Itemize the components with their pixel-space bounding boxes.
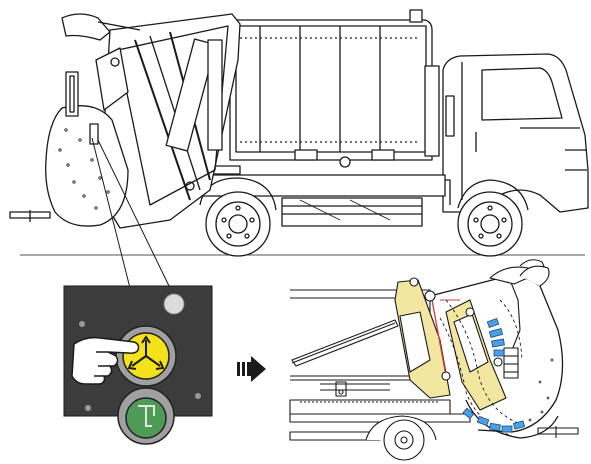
truck-side-view bbox=[9, 9, 589, 289]
rear-wheel bbox=[199, 177, 277, 257]
hand-press-icon bbox=[71, 336, 140, 385]
truck-frame bbox=[159, 165, 446, 227]
panel-lamp bbox=[163, 293, 185, 315]
control-panel-inset bbox=[60, 285, 220, 464]
compactor-body bbox=[229, 9, 440, 168]
stop-button bbox=[117, 387, 175, 445]
compactor-mechanism-cutaway bbox=[289, 259, 579, 461]
truck-cab bbox=[442, 53, 589, 213]
waste-blocks bbox=[462, 317, 526, 433]
cycle-button bbox=[115, 325, 177, 387]
mechanism-yellow bbox=[394, 279, 507, 411]
tailgate-assembly bbox=[9, 13, 241, 229]
three-way-arrows-icon bbox=[127, 335, 165, 370]
stop-glyph-icon bbox=[138, 405, 155, 427]
front-wheel bbox=[457, 179, 529, 257]
arrow-right-icon bbox=[237, 356, 266, 382]
